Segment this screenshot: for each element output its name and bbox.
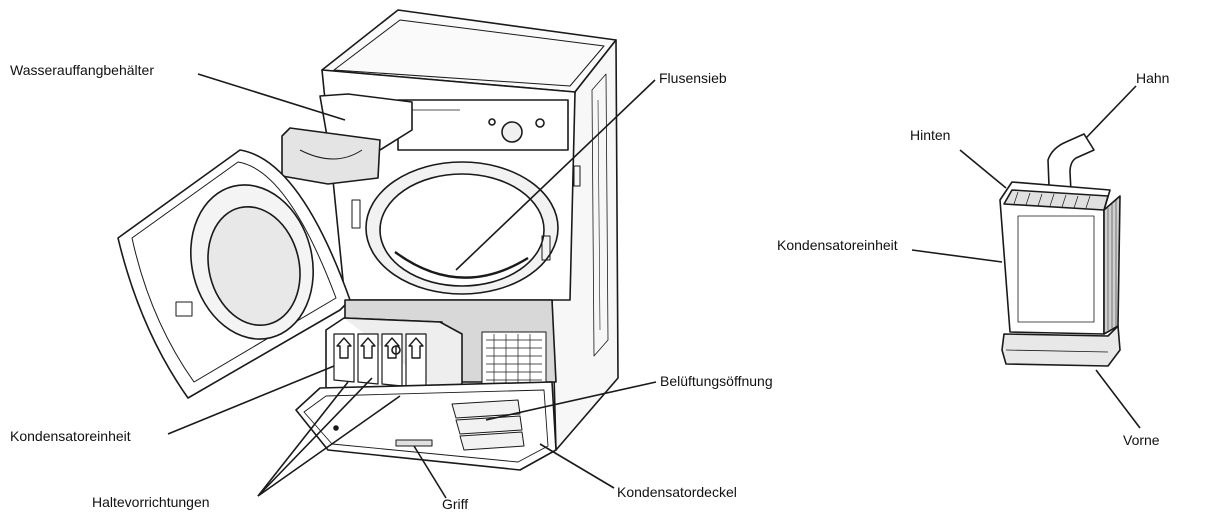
label-lint-filter: Flusensieb [659, 70, 727, 86]
leader-vent-opening [485, 381, 657, 421]
label-condenser-cover: Kondensatordeckel [617, 484, 737, 500]
label-front: Vorne [1123, 432, 1160, 448]
leader-handle [413, 445, 447, 499]
leader-water-container [197, 73, 346, 121]
label-back: Hinten [910, 127, 951, 143]
label-condenser-unit-left: Kondensatoreinheit [10, 428, 131, 444]
leader-holding-1 [257, 381, 349, 497]
label-water-container: Wasserauffangbehälter [10, 62, 154, 78]
leader-front [1095, 369, 1141, 429]
leader-condenser-left [167, 365, 335, 435]
leader-lint-filter [455, 79, 656, 271]
leader-tap [1085, 85, 1137, 139]
program-knob [501, 121, 523, 143]
condenser-base [1001, 325, 1121, 367]
vent-slats [451, 399, 525, 451]
vent-grille [481, 331, 547, 389]
label-tap: Hahn [1136, 70, 1170, 86]
label-handle: Griff [442, 496, 469, 512]
lint-filter [394, 251, 529, 279]
leader-back [959, 149, 1007, 189]
leader-condenser-right [911, 249, 1003, 263]
leader-condenser-cover [539, 443, 615, 489]
door-latch [175, 301, 193, 317]
label-condenser-unit-right: Kondensatoreinheit [777, 237, 898, 253]
leader-holding-3 [257, 395, 401, 497]
leader-holding-2 [257, 377, 373, 497]
label-holding-devices: Haltevorrichtungen [92, 494, 210, 510]
label-vent-opening: Belüftungsöffnung [660, 373, 773, 389]
